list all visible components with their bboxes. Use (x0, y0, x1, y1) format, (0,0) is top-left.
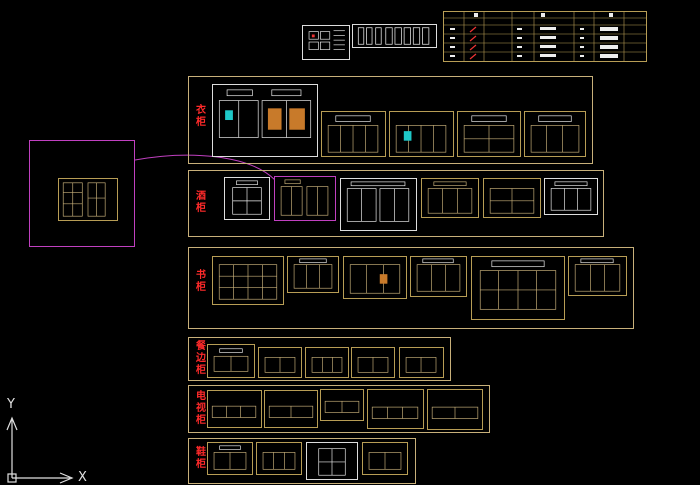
drawing-sheet[interactable] (207, 390, 262, 428)
drawing-sheet[interactable] (321, 111, 386, 157)
ucs-y-label: Y (7, 397, 15, 412)
group-label: 衣柜 (196, 105, 206, 128)
drawing-sheet[interactable] (224, 177, 270, 220)
drawing-sheet[interactable] (207, 442, 253, 475)
drawing-sheet[interactable] (471, 256, 565, 320)
drawing-sheet[interactable] (389, 111, 454, 157)
group-sideboard[interactable]: 餐边柜 (188, 337, 451, 381)
drawing-sheet[interactable] (306, 442, 358, 480)
drawing-sheet[interactable] (427, 389, 483, 430)
group-label: 鞋柜 (196, 447, 206, 470)
drawing-sheet[interactable] (483, 178, 541, 218)
group-label: 电视柜 (196, 391, 206, 426)
drawing-sheet[interactable] (421, 178, 479, 218)
drawing-sheet[interactable] (457, 111, 521, 157)
drawing-sheet[interactable] (544, 178, 598, 215)
ucs-axis-icon (6, 416, 74, 484)
drawing-sheet-selected[interactable] (274, 176, 336, 221)
drawing-sheet[interactable] (264, 390, 318, 428)
group-label: 餐边柜 (196, 341, 206, 376)
drawing-sheet[interactable] (207, 344, 255, 378)
drawing-sheet[interactable] (399, 347, 444, 378)
drawing-sheet[interactable] (367, 389, 424, 429)
magnifier-preview-icon[interactable] (29, 140, 135, 247)
drawing-sheet[interactable] (212, 84, 318, 157)
drawing-sheet[interactable] (340, 178, 417, 231)
drawing-sheet[interactable] (320, 389, 364, 421)
drawing-sheet[interactable] (287, 256, 339, 293)
drawing-sheet[interactable] (524, 111, 586, 157)
group-tv-cabinet[interactable]: 电视柜 (188, 385, 490, 433)
group-label: 酒柜 (196, 191, 206, 214)
title-sheet-thumbnail[interactable] (302, 25, 350, 60)
legend-table[interactable] (443, 11, 647, 62)
group-bookcase[interactable]: 书柜 (188, 247, 634, 329)
group-wardrobe[interactable]: 衣柜 (188, 76, 593, 164)
door-styles-sheet-thumbnail[interactable] (352, 24, 437, 48)
drawing-sheet[interactable] (343, 256, 407, 299)
drawing-sheet[interactable] (212, 256, 284, 305)
drawing-sheet[interactable] (410, 256, 467, 297)
drawing-sheet[interactable] (256, 442, 302, 475)
group-wine-cabinet[interactable]: 酒柜 (188, 170, 604, 237)
drawing-sheet[interactable] (362, 442, 408, 475)
drawing-sheet[interactable] (258, 347, 302, 378)
magnified-sheet (58, 178, 118, 221)
drawing-sheet[interactable] (351, 347, 395, 378)
drawing-sheet[interactable] (568, 256, 627, 296)
ucs-x-label: X (78, 470, 87, 485)
group-shoe-cabinet[interactable]: 鞋柜 (188, 438, 416, 484)
group-label: 书柜 (196, 270, 206, 293)
drawing-sheet[interactable] (305, 347, 349, 378)
